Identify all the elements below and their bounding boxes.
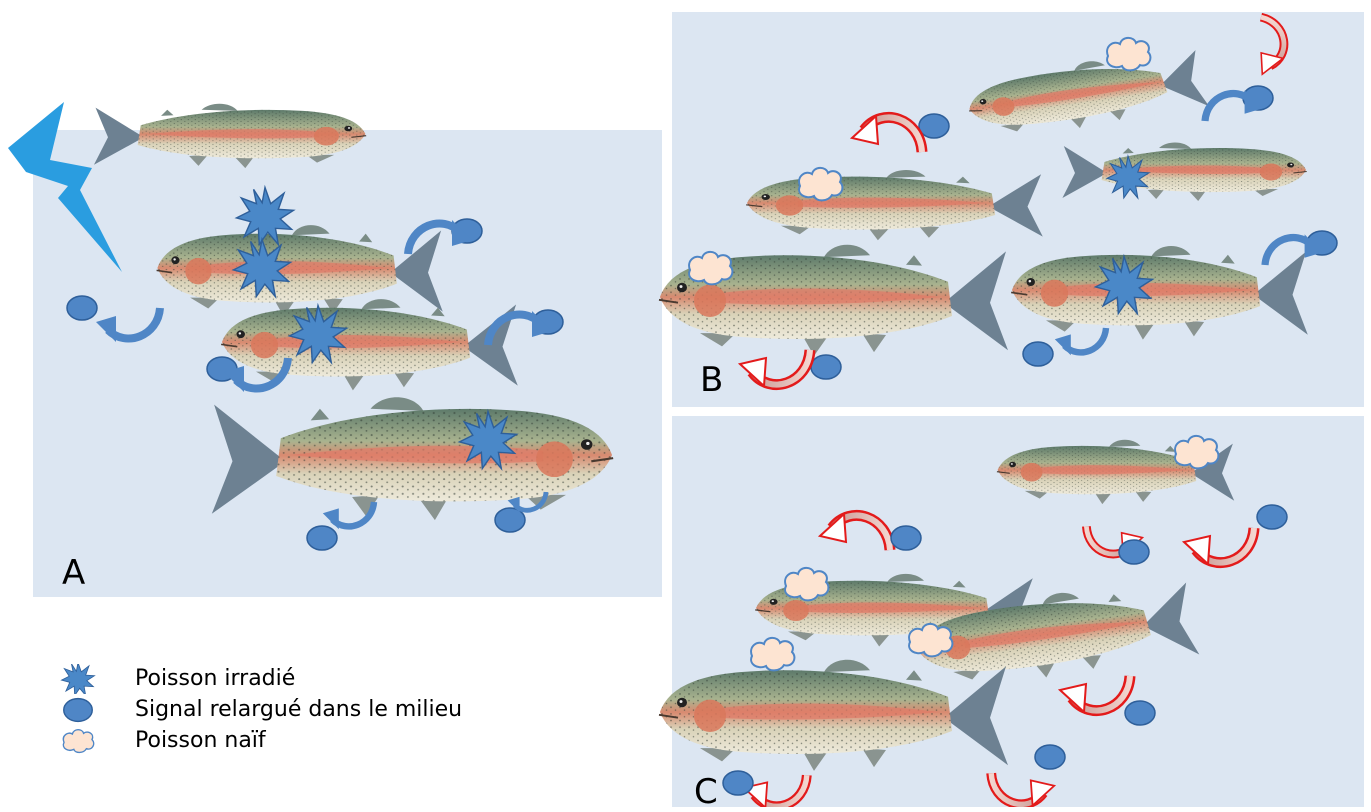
red-arrow-icon <box>852 116 922 152</box>
irradiated-fish <box>221 299 518 390</box>
irradiated-fish <box>1062 142 1306 201</box>
ellipse-icon <box>58 695 98 725</box>
red-arrow-icon <box>740 350 810 386</box>
blue-arrow-icon <box>1055 328 1106 355</box>
cloud-icon <box>799 168 842 201</box>
panel-label-b: B <box>700 363 723 397</box>
ellipse-icon <box>1119 540 1149 564</box>
red-arrow-icon <box>991 773 1054 805</box>
ellipse-icon <box>1035 745 1065 769</box>
ellipse-icon <box>67 296 97 320</box>
naive-fish <box>659 660 1008 771</box>
red-arrow-icon <box>1251 17 1289 77</box>
legend-label-signal: Signal relargué dans le milieu <box>135 697 462 722</box>
red-arrow-icon <box>820 514 890 550</box>
red-arrow-icon <box>1060 676 1130 712</box>
ellipse-icon <box>1023 342 1053 366</box>
cloud-icon <box>785 568 828 601</box>
panel-label-c: C <box>694 775 718 809</box>
ellipse-icon <box>811 355 841 379</box>
cloud-icon <box>751 638 794 671</box>
ellipse-icon <box>723 771 753 795</box>
ellipse-icon <box>891 526 921 550</box>
blue-arrow-icon <box>96 308 160 342</box>
naive-fish <box>94 104 366 168</box>
irradiated-fish <box>157 225 443 316</box>
naive-fish <box>962 46 1210 143</box>
ellipse-icon <box>307 526 337 550</box>
panel-label-a: A <box>62 556 85 590</box>
legend-label-naive: Poisson naïf <box>135 728 266 753</box>
cloud-icon <box>58 726 98 756</box>
red-arrow-icon <box>1184 528 1254 564</box>
ellipse-icon <box>919 114 949 138</box>
ellipse-icon <box>1125 701 1155 725</box>
naive-fish <box>746 170 1043 240</box>
cloud-icon <box>909 624 952 657</box>
irradiated-fish <box>212 397 613 520</box>
cloud-icon <box>1175 436 1218 469</box>
cloud-icon <box>689 252 732 285</box>
cloud-icon <box>1107 38 1150 71</box>
star-burst-icon <box>58 664 98 694</box>
legend-label-irradiated: Poisson irradié <box>135 666 295 691</box>
ellipse-icon <box>1257 505 1287 529</box>
